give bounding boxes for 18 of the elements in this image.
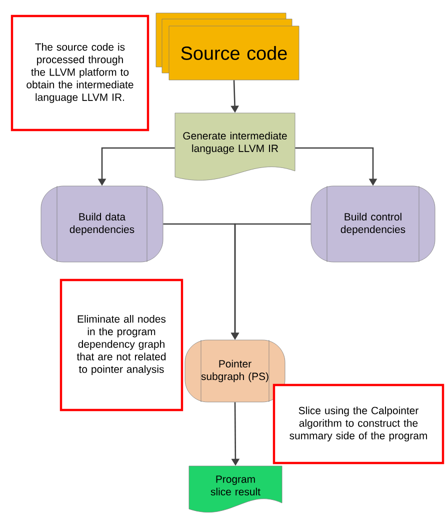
document-shape — [174, 112, 296, 180]
note-box — [60, 278, 184, 412]
node-text: The source code is processed through the LLVM platform to obtain the intermediate language LLVM IR. — [26, 43, 134, 103]
node-text: Source code — [181, 46, 287, 60]
node-text: Generate intermediate language LLVM IR — [183, 132, 287, 154]
storage-shape — [184, 340, 286, 402]
storage-shape — [40, 186, 164, 262]
note-box — [10, 14, 150, 132]
storage-shape — [310, 186, 436, 262]
node-text: Build control dependencies — [340, 212, 406, 236]
node-text: Build data dependencies — [70, 212, 134, 236]
node-text: Eliminate all nodes in the program dependency graph that are not related to pointer analysis — [76, 315, 166, 375]
document-stack — [156, 12, 300, 80]
node-text: Slice using the Calpointer algorithm to construct the summary side of the program — [290, 406, 427, 442]
node-text: Pointer subgraph (PS) — [201, 360, 268, 382]
note-box — [272, 384, 444, 464]
document-shape — [188, 466, 282, 512]
node-text: Program slice result — [210, 476, 260, 496]
